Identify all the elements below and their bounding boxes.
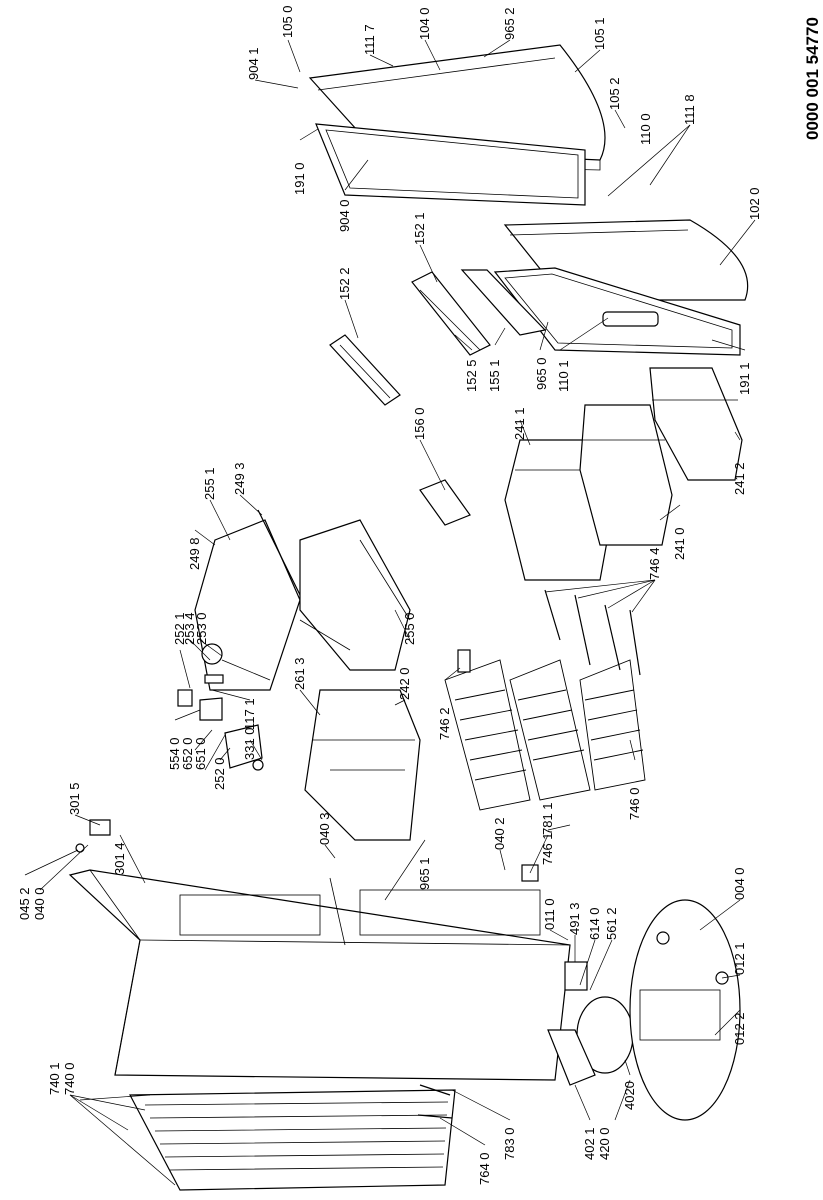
base-plate	[629, 899, 741, 1121]
part-label: 152 1	[412, 212, 427, 245]
part-label: 261 3	[292, 657, 307, 690]
part-label: 965 0	[534, 357, 549, 390]
drawer-241-0	[579, 404, 673, 546]
part-label: 252 0	[212, 757, 227, 790]
part-label: 965 1	[417, 857, 432, 890]
part-label: 904 1	[246, 47, 261, 80]
leader-lines	[24, 39, 756, 1186]
drawer-241-2	[649, 367, 743, 481]
door-rack-holder	[460, 269, 547, 336]
part-label: 420 0	[597, 1127, 612, 1160]
part-label: 249 3	[232, 462, 247, 495]
top-hinge	[75, 819, 111, 853]
thermostat-knob-parts	[177, 643, 224, 721]
butter-compartment	[419, 479, 471, 526]
part-label: 252 1	[172, 612, 187, 645]
part-label: 746 4	[647, 547, 662, 580]
part-label: 652 0	[180, 737, 195, 770]
cabinet	[68, 869, 571, 1081]
part-label: 040 2	[492, 817, 507, 850]
part-label: 402 1	[582, 1127, 597, 1160]
part-label: 241 2	[732, 462, 747, 495]
part-label: 746 2	[437, 707, 452, 740]
part-labels: 904 1 105 0 111 7 104 0 965 2 105 1 105 …	[17, 5, 762, 1185]
part-label: 152 2	[337, 267, 352, 300]
part-label: 740 1	[47, 1062, 62, 1095]
part-label: 241 0	[672, 527, 687, 560]
part-label: 554 0	[167, 737, 182, 770]
part-label: 764 0	[477, 1152, 492, 1185]
part-label: 040 0	[32, 887, 47, 920]
document-number: 0000 001 54770	[803, 17, 822, 140]
shelf-trim-249-3	[257, 509, 306, 606]
part-label: 117 1	[242, 698, 257, 730]
part-label: 111 8	[682, 94, 697, 125]
part-label: 012 2	[732, 1012, 747, 1045]
part-label: 191 0	[292, 162, 307, 195]
wire-shelf-2	[509, 659, 591, 801]
part-label: 781 1	[540, 802, 555, 835]
part-label: 242 0	[397, 667, 412, 700]
part-label: 152 5	[464, 359, 479, 392]
part-label: 004 0	[732, 867, 747, 900]
part-label: 156 0	[412, 407, 427, 440]
part-label: 105 2	[607, 77, 622, 110]
part-label: 301 4	[112, 842, 127, 875]
part-label: 255 1	[202, 467, 217, 500]
glass-shelf-upper	[194, 519, 301, 691]
part-label: 614 0	[587, 907, 602, 940]
part-label: 105 0	[280, 5, 295, 38]
part-label: 249 8	[187, 537, 202, 570]
part-label: 746 1	[540, 832, 555, 865]
shelf-supports	[544, 589, 641, 676]
wire-shelf-3	[579, 659, 646, 791]
part-label: 253 4	[182, 612, 197, 645]
part-label: 255 0	[402, 612, 417, 645]
glass-shelf-lower	[299, 519, 411, 671]
door-rack-upper	[329, 334, 401, 406]
part-label: 155 1	[487, 359, 502, 392]
part-label: 965 2	[502, 7, 517, 40]
drain-tube	[417, 1084, 453, 1119]
part-label: 110 1	[556, 360, 571, 392]
part-label: 491 3	[567, 902, 582, 935]
part-label: 301 5	[67, 782, 82, 815]
part-label: 740 0	[62, 1062, 77, 1095]
part-label: 4020	[622, 1081, 637, 1110]
condenser	[129, 1089, 456, 1191]
part-label: 191 1	[737, 362, 752, 395]
part-label: 651 0	[193, 737, 208, 770]
door-hinge	[602, 311, 659, 327]
part-label: 904 0	[337, 199, 352, 232]
part-label: 011 0	[542, 898, 557, 930]
part-label: 331 0	[242, 727, 257, 760]
part-label: 746 0	[627, 787, 642, 820]
door-rack-lower	[411, 271, 491, 356]
upper-door-gasket	[315, 123, 586, 206]
part-label: 104 0	[417, 7, 432, 40]
part-label: 045 2	[17, 887, 32, 920]
relay-box	[564, 961, 588, 991]
part-label: 105 1	[592, 17, 607, 50]
part-label: 561 2	[604, 907, 619, 940]
part-label: 012 1	[732, 942, 747, 975]
crisper-drawer	[304, 689, 421, 841]
thermostat-housing	[224, 724, 264, 771]
part-label: 253 0	[194, 612, 209, 645]
part-label: 783 0	[502, 1127, 517, 1160]
wire-shelf-1	[444, 659, 531, 811]
part-label: 110 0	[638, 113, 653, 145]
small-clip-746-2	[457, 649, 471, 673]
part-label: 111 7	[362, 24, 377, 55]
part-label: 102 0	[747, 187, 762, 220]
part-label: 241 1	[512, 407, 527, 440]
part-label: 040 3	[317, 812, 332, 845]
